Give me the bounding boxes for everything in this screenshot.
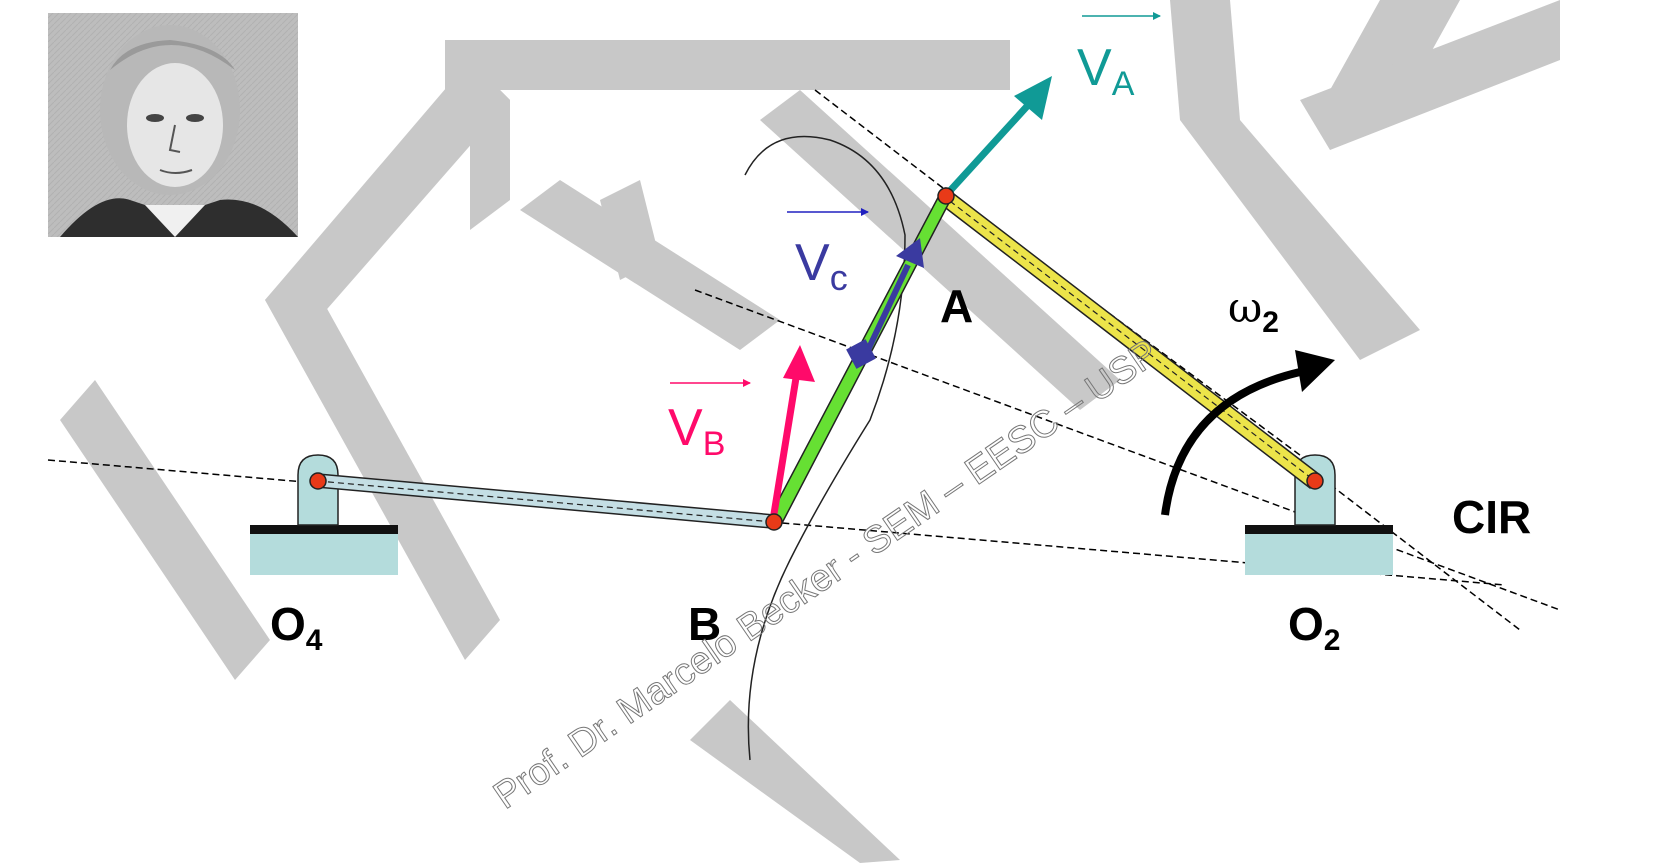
pin-a (937, 187, 955, 205)
author-watermark: Prof. Dr. Marcelo Becker - SEM – EESC – … (486, 332, 1166, 818)
coupler-curve (744, 135, 906, 761)
omega-arc (1161, 350, 1335, 516)
pin-o4 (309, 472, 327, 490)
label-omega: ω2 (1228, 283, 1279, 339)
velocity-arrow-va (945, 76, 1052, 196)
label-vc: Vc (795, 234, 848, 298)
pins (309, 187, 1324, 531)
label-o4: O4 (270, 598, 323, 657)
pin-b (765, 513, 783, 531)
label-vb: VB (668, 399, 725, 463)
label-point-a: A (940, 280, 973, 332)
label-va: VA (1077, 39, 1135, 103)
portrait-image (48, 13, 298, 237)
velocity-arrow-vc (865, 238, 924, 352)
logo-watermark (60, 0, 1560, 863)
label-cir: CIR (1452, 491, 1531, 543)
label-point-b: B (688, 598, 721, 650)
ground-o4 (250, 454, 398, 575)
label-o2: O2 (1288, 598, 1340, 657)
pin-o2 (1306, 472, 1324, 490)
velocity-arrow-vb (769, 345, 815, 521)
